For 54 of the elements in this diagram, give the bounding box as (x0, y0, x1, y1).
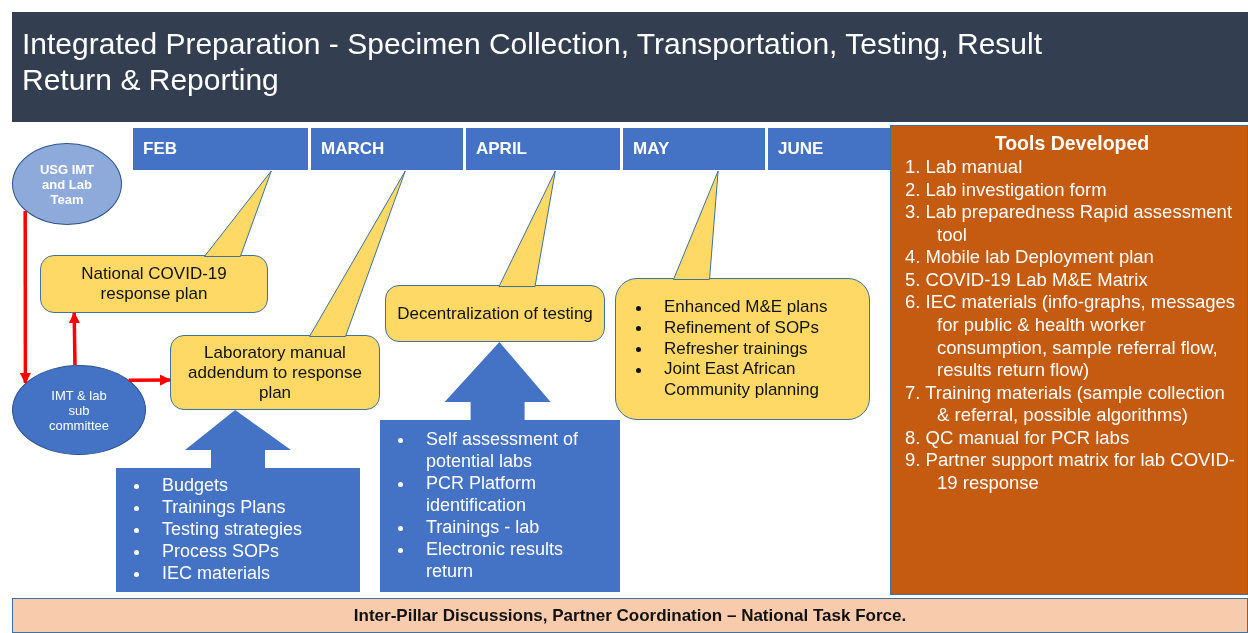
list-item: 5. COVID-19 Lab M&E Matrix (905, 268, 1149, 292)
list-item: 8. QC manual for PCR labs (905, 426, 1131, 450)
list-item: 7. Training materials (sample collection & referral, possible algorithms) (905, 381, 1226, 427)
bullet-text: IEC materials (162, 562, 271, 583)
bullet-text: Refresher trainings (664, 338, 808, 358)
bullet-text: Joint East African Community planning (664, 359, 819, 400)
bullet-text: PCR Platform identification (426, 473, 537, 515)
team-label: USG IMT and Lab Team (38, 161, 96, 207)
arrow (128, 374, 172, 386)
team-label: IMT & lab sub committee (48, 387, 110, 433)
block-arrow-head (444, 342, 551, 421)
title: Integrated Preparation - Specimen Collection, Transportation, Testing, Result Return & Reporting (22, 26, 1043, 98)
month-header (311, 128, 463, 170)
month-label: APRIL (476, 139, 528, 159)
list-item: 3. Lab preparedness Rapid assessment tool (905, 201, 1234, 247)
list-item: 6. IEC materials (info-graphs, messages for public & health worker consumption, sample referral flow, results return flow) (905, 291, 1237, 382)
list-item: 1. Lab manual (905, 156, 1024, 179)
panel-heading: Tools Developed (993, 132, 1151, 155)
block-arrow-head (185, 410, 291, 469)
bullet-text: Enhanced M&E plans (664, 297, 828, 317)
bullet-text: Trainings - lab (426, 516, 540, 537)
month-label: FEB (143, 139, 178, 159)
list-item: 9. Partner support matrix for lab COVID-19 response (905, 449, 1237, 495)
month-label: MARCH (321, 139, 386, 159)
bullet-text: Process SOPs (162, 540, 280, 561)
month-header (466, 128, 620, 170)
callout-text: Decentralization of testing (397, 303, 593, 324)
arrow (19, 211, 31, 385)
footer-band (12, 598, 1248, 633)
list-item: 4. Mobile lab Deployment plan (905, 246, 1155, 269)
callout-text: Laboratory manual addendum to response plan (187, 342, 363, 403)
callout-box (385, 285, 605, 342)
callout-text: National COVID-19 response plan (80, 264, 228, 304)
footer-text: Inter-Pillar Discussions, Partner Coordination – National Task Force. (353, 605, 907, 626)
bullet-text: Self assessment of potential labs (426, 429, 579, 472)
bullet-text: Budgets (162, 475, 229, 496)
bullet-text: Electronic results return (426, 538, 564, 581)
month-label: JUNE (778, 139, 825, 159)
arrow (68, 311, 80, 366)
callout-box (170, 335, 380, 410)
tools-panel (890, 125, 1248, 595)
bullet-text: Refinement of SOPs (664, 317, 819, 337)
bullet-text: Trainings Plans (162, 497, 286, 518)
callout-pointer (673, 170, 719, 280)
month-header (133, 128, 308, 170)
month-header (623, 128, 765, 170)
bullet-text: Testing strategies (162, 519, 303, 539)
month-label: MAY (633, 139, 671, 159)
callout-pointer (309, 170, 406, 337)
callout-box (615, 278, 870, 420)
list-item: 2. Lab investigation form (905, 178, 1108, 202)
month-header (768, 128, 890, 170)
callout-pointer (498, 170, 556, 287)
callout-pointer (203, 170, 272, 257)
